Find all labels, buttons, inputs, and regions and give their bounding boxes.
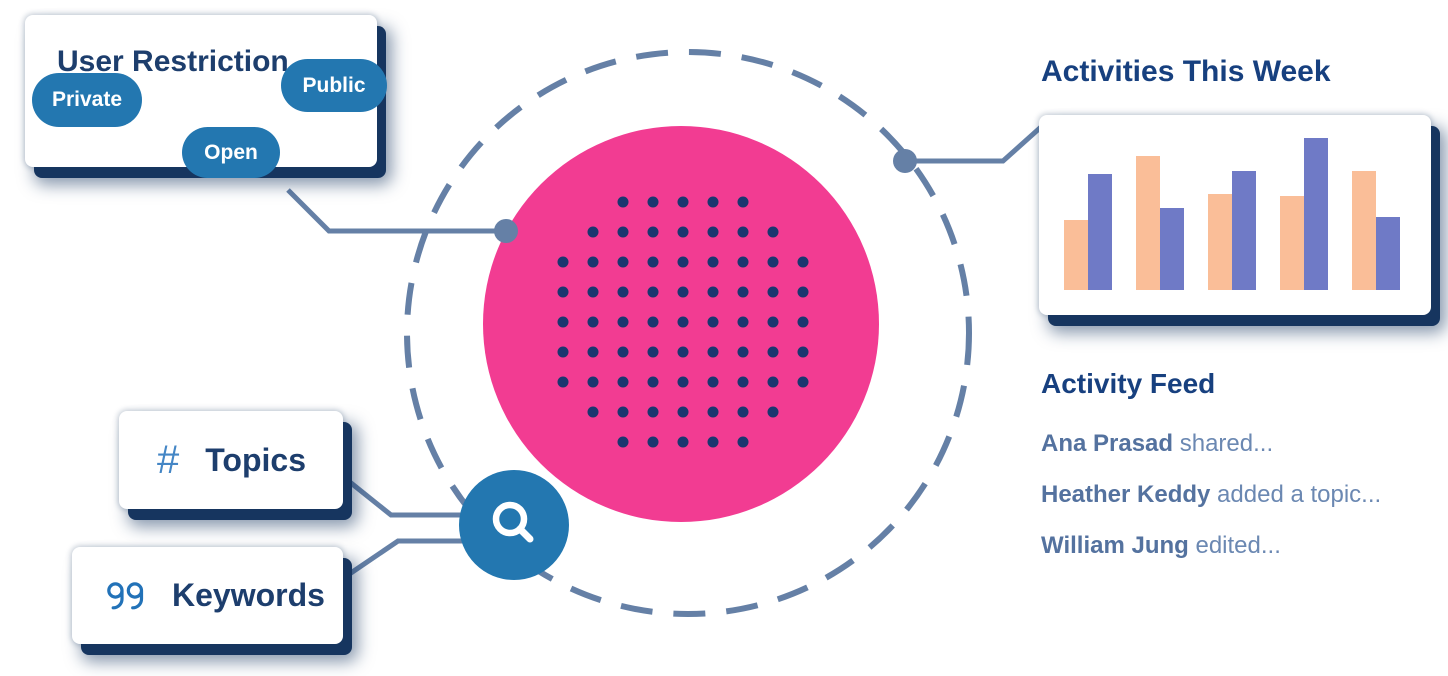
community-circle <box>483 126 879 522</box>
feed-item: Ana Prasad shared... <box>1041 430 1381 458</box>
bar-purple <box>1376 217 1400 290</box>
keywords-card[interactable]: Keywords <box>72 547 343 644</box>
bar-peach <box>1064 220 1088 290</box>
bar-group <box>1136 156 1184 290</box>
pill-open[interactable]: Open <box>182 127 280 178</box>
keywords-label: Keywords <box>172 577 325 613</box>
connector-circle-to-chart <box>905 125 1043 164</box>
feed-item: William Jung edited... <box>1041 532 1381 560</box>
bar-purple <box>1088 174 1112 290</box>
search-button[interactable] <box>459 470 569 580</box>
feed-item-name: Heather Keddy <box>1041 481 1211 508</box>
activities-bar-chart <box>1064 138 1400 290</box>
bar-group <box>1280 138 1328 290</box>
pill-public[interactable]: Public <box>281 59 387 112</box>
feed-item: Heather Keddy added a topic... <box>1041 481 1381 509</box>
feed-item-name: Ana Prasad <box>1041 430 1174 457</box>
activity-feed-list: Ana Prasad shared... Heather Keddy added… <box>1041 430 1381 583</box>
quote-icon <box>107 582 144 610</box>
bar-group <box>1064 174 1112 290</box>
node-right <box>893 149 917 173</box>
feed-item-name: William Jung <box>1041 532 1189 559</box>
activity-feed-title: Activity Feed <box>1041 368 1216 399</box>
bar-purple <box>1160 208 1184 290</box>
feed-item-action: edited... <box>1188 532 1281 559</box>
bar-purple <box>1232 171 1256 290</box>
bar-peach <box>1280 196 1304 290</box>
search-icon <box>492 501 534 543</box>
activities-chart-card <box>1039 115 1431 315</box>
bar-peach <box>1136 156 1160 290</box>
hash-icon: # <box>157 438 180 482</box>
feed-item-action: shared... <box>1173 430 1274 457</box>
bar-group <box>1352 171 1400 290</box>
bar-peach <box>1208 194 1232 290</box>
connector-open-to-circle <box>286 188 498 234</box>
bar-purple <box>1304 138 1328 290</box>
user-restriction-title: User Restriction <box>57 45 289 78</box>
bar-group <box>1208 171 1256 290</box>
bar-peach <box>1352 171 1376 290</box>
activities-title: Activities This Week <box>1041 55 1331 88</box>
feed-item-action: added a topic... <box>1210 481 1382 508</box>
pill-private[interactable]: Private <box>32 73 142 127</box>
topics-label: Topics <box>205 441 306 478</box>
topics-card[interactable]: # Topics <box>119 411 343 509</box>
